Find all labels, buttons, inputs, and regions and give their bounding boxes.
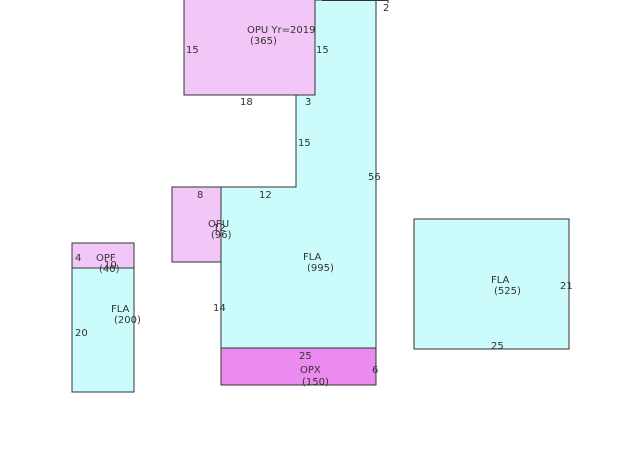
opu-small-code: OPU bbox=[208, 219, 229, 230]
fla-left-area bbox=[71, 267, 135, 393]
opf-code: OPF bbox=[96, 253, 116, 264]
dimension-step-top: 12 bbox=[259, 190, 272, 201]
dimension-opu-left: 15 bbox=[186, 45, 199, 56]
dimension-opu-small-top: 8 bbox=[197, 190, 203, 201]
dimension-2: 2 bbox=[383, 3, 389, 14]
dimension-opx-right: 6 bbox=[372, 365, 378, 376]
opu-2019-sqft: (365) bbox=[250, 36, 277, 47]
dimension-opu-small-mid: 12 bbox=[213, 223, 226, 234]
dimension-left-side: 20 bbox=[75, 328, 88, 339]
opf-sqft: (40) bbox=[99, 264, 120, 275]
opu-2019-area bbox=[183, 0, 316, 96]
dimension-right-side: 21 bbox=[560, 281, 573, 292]
dimension-opf-mid: 10 bbox=[104, 260, 117, 271]
dimension-main-left: 14 bbox=[213, 303, 226, 314]
dimension-opf-left: 4 bbox=[75, 253, 81, 264]
dimension-opu-right: 15 bbox=[316, 45, 329, 56]
opf-area bbox=[71, 242, 135, 269]
fla-main-code: FLA bbox=[303, 252, 322, 263]
fla-main-sqft: (995) bbox=[307, 263, 334, 274]
opx-sqft: (150) bbox=[302, 377, 329, 388]
dimension-opu-bottom: 18 bbox=[240, 97, 253, 108]
dimension-notch-top: 3 bbox=[305, 97, 311, 108]
opu-small-sqft: (96) bbox=[211, 230, 232, 241]
opx-area bbox=[220, 347, 377, 386]
fla-right-area bbox=[413, 218, 570, 350]
dimension-main-bottom: 25 bbox=[299, 351, 312, 362]
opu-2019-code: OPU Yr=2019 bbox=[247, 25, 315, 36]
dimension-main-right: 56 bbox=[368, 172, 381, 183]
opu-small-area bbox=[171, 186, 222, 263]
dimension-neck-left: 15 bbox=[298, 138, 311, 149]
dimension-right-bottom: 25 bbox=[491, 341, 504, 352]
fla-left-code: FLA bbox=[111, 304, 130, 315]
fla-left-sqft: (200) bbox=[114, 315, 141, 326]
opx-code: OPX bbox=[300, 365, 321, 376]
fla-right-sqft: (525) bbox=[494, 286, 521, 297]
fla-right-code: FLA bbox=[491, 275, 510, 286]
